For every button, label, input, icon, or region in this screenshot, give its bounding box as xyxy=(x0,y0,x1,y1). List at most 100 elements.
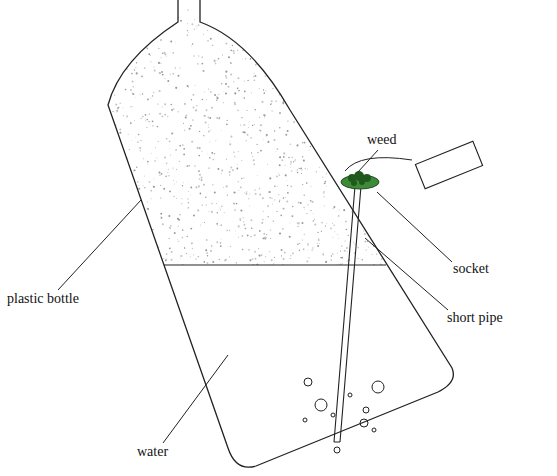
smoke-speck xyxy=(150,61,151,62)
smoke-speck xyxy=(224,32,225,33)
smoke-speck xyxy=(254,33,256,35)
smoke-speck xyxy=(206,204,207,205)
smoke-speck xyxy=(246,17,247,18)
smoke-speck xyxy=(344,250,346,252)
smoke-speck xyxy=(165,56,167,58)
smoke-speck xyxy=(388,109,390,111)
smoke-speck xyxy=(369,26,371,28)
smoke-speck xyxy=(315,49,317,51)
smoke-speck xyxy=(259,130,261,132)
smoke-speck xyxy=(237,11,239,13)
smoke-speck xyxy=(209,157,211,159)
smoke-speck xyxy=(147,201,148,202)
smoke-speck xyxy=(325,225,326,226)
smoke-speck xyxy=(127,49,128,50)
smoke-speck xyxy=(393,229,394,230)
smoke-speck xyxy=(220,209,221,210)
smoke-speck xyxy=(394,97,395,98)
smoke-speck xyxy=(398,136,399,137)
smoke-speck xyxy=(374,108,376,110)
smoke-speck xyxy=(339,183,341,185)
smoke-speck xyxy=(116,205,117,206)
smoke-speck xyxy=(388,217,390,219)
smoke-speck xyxy=(255,193,257,195)
smoke-speck xyxy=(170,228,171,229)
smoke-speck xyxy=(312,81,313,82)
smoke-speck xyxy=(288,157,289,158)
smoke-speck xyxy=(340,66,341,67)
smoke-speck xyxy=(333,112,335,114)
smoke-speck xyxy=(158,62,160,64)
smoke-speck xyxy=(302,222,304,224)
smoke-speck xyxy=(168,215,170,217)
smoke-speck xyxy=(157,11,159,13)
smoke-speck xyxy=(316,29,317,30)
smoke-speck xyxy=(134,36,135,37)
smoke-speck xyxy=(164,114,166,116)
smoke-speck xyxy=(318,237,320,239)
smoke-speck xyxy=(332,253,334,255)
smoke-speck xyxy=(237,181,238,182)
part-label: weed xyxy=(366,133,398,147)
smoke-speck xyxy=(166,138,168,140)
smoke-speck xyxy=(129,149,130,150)
smoke-speck xyxy=(350,190,352,192)
smoke-speck xyxy=(386,243,388,245)
smoke-speck xyxy=(354,134,356,136)
smoke-speck xyxy=(364,233,366,235)
smoke-speck xyxy=(389,85,391,87)
smoke-speck xyxy=(169,22,170,23)
smoke-speck xyxy=(132,19,134,21)
smoke-speck xyxy=(190,187,192,189)
part-label: water xyxy=(136,445,169,459)
smoke-speck xyxy=(325,43,326,44)
smoke-speck xyxy=(170,225,171,226)
smoke-speck xyxy=(211,152,213,154)
smoke-speck xyxy=(303,207,304,208)
smoke-speck xyxy=(234,156,235,157)
smoke-speck xyxy=(234,103,236,105)
smoke-speck xyxy=(222,29,223,30)
smoke-speck xyxy=(263,89,265,91)
smoke-speck xyxy=(208,127,209,128)
smoke-speck xyxy=(282,103,284,105)
smoke-speck xyxy=(100,90,102,92)
smoke-speck xyxy=(198,256,199,257)
smoke-speck xyxy=(292,100,293,101)
smoke-speck xyxy=(198,24,200,26)
smoke-speck xyxy=(336,29,338,31)
smoke-speck xyxy=(307,244,308,245)
smoke-speck xyxy=(206,99,207,100)
smoke-speck xyxy=(268,141,270,143)
smoke-speck xyxy=(369,223,370,224)
smoke-speck xyxy=(151,17,152,18)
smoke-speck xyxy=(385,112,386,113)
smoke-speck xyxy=(159,90,161,92)
smoke-speck xyxy=(171,104,173,106)
smoke-speck xyxy=(216,223,218,225)
smoke-speck xyxy=(229,230,231,232)
smoke-speck xyxy=(283,152,285,154)
smoke-speck xyxy=(227,230,229,232)
smoke-speck xyxy=(314,223,316,225)
smoke-speck xyxy=(372,96,373,97)
smoke-speck xyxy=(304,21,306,23)
smoke-speck xyxy=(198,155,200,157)
smoke-speck xyxy=(111,30,113,32)
smoke-speck xyxy=(102,207,103,208)
smoke-speck xyxy=(220,172,222,174)
smoke-speck xyxy=(249,193,251,195)
smoke-speck xyxy=(311,201,313,203)
smoke-speck xyxy=(255,258,257,260)
smoke-speck xyxy=(132,217,133,218)
smoke-speck xyxy=(320,95,322,97)
smoke-speck xyxy=(223,91,225,93)
smoke-speck xyxy=(233,152,235,154)
smoke-speck xyxy=(249,205,251,207)
smoke-speck xyxy=(232,45,233,46)
smoke-speck xyxy=(378,21,380,23)
smoke-speck xyxy=(350,193,352,195)
smoke-speck xyxy=(338,95,340,97)
smoke-speck xyxy=(307,243,308,244)
smoke-speck xyxy=(100,229,101,230)
